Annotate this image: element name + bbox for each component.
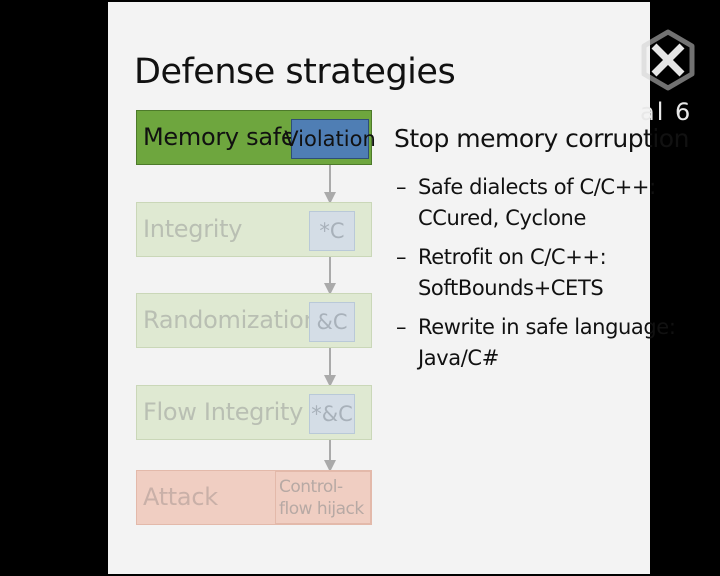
bullet-line: CCured, Cyclone	[418, 206, 586, 230]
arrowhead-flo-att	[324, 460, 336, 472]
violation-tag: Violation	[284, 119, 376, 159]
conference-logo-icon	[641, 29, 695, 91]
bullet-marker: –	[396, 175, 407, 199]
bullet-line: Java/C#	[418, 346, 499, 370]
integrity-label: Integrity	[143, 215, 243, 243]
arrowhead-mem-int	[324, 192, 336, 204]
flow-integrity-box: Flow Integrity *&C	[136, 385, 372, 440]
memory-safety-label: Memory safety	[143, 123, 319, 151]
integrity-tag: *C	[309, 211, 355, 251]
section-heading: Stop memory corruption	[394, 124, 689, 153]
bullet-line: Safe dialects of C/C++:	[418, 175, 656, 199]
bullet-marker: –	[396, 315, 407, 339]
bullet-line: Retrofit on C/C++:	[418, 245, 607, 269]
integrity-box: Integrity *C	[136, 202, 372, 257]
attack-label: Attack	[143, 483, 218, 511]
arrowhead-ran-flo	[324, 375, 336, 387]
bullet-line: Rewrite in safe language:	[418, 315, 676, 339]
bullet-list: – Safe dialects of C/C++: CCured, Cyclon…	[396, 172, 676, 382]
bullet-marker: –	[396, 245, 407, 269]
bullet-item: – Rewrite in safe language: Java/C#	[396, 312, 676, 374]
bullet-line: SoftBounds+CETS	[418, 276, 604, 300]
randomization-label: Randomization	[143, 306, 319, 334]
bullet-item: – Safe dialects of C/C++: CCured, Cyclon…	[396, 172, 676, 234]
randomization-tag: &C	[309, 302, 355, 342]
bullet-item: – Retrofit on C/C++: SoftBounds+CETS	[396, 242, 676, 304]
randomization-box: Randomization &C	[136, 293, 372, 348]
control-flow-hijack-tag: Control-flow hijack	[275, 471, 371, 524]
memory-safety-box: Memory safety Violation	[136, 110, 376, 165]
slide: Defense strategies Memory safety Violati…	[108, 2, 689, 574]
logo-text: al 6	[640, 98, 693, 126]
slide-title: Defense strategies	[134, 52, 456, 92]
flow-integrity-label: Flow Integrity	[143, 398, 304, 426]
flow-arrows	[324, 165, 336, 472]
flow-integrity-tag: *&C	[309, 394, 355, 434]
attack-box: Attack Control-flow hijack	[136, 470, 372, 525]
arrowhead-int-ran	[324, 283, 336, 295]
